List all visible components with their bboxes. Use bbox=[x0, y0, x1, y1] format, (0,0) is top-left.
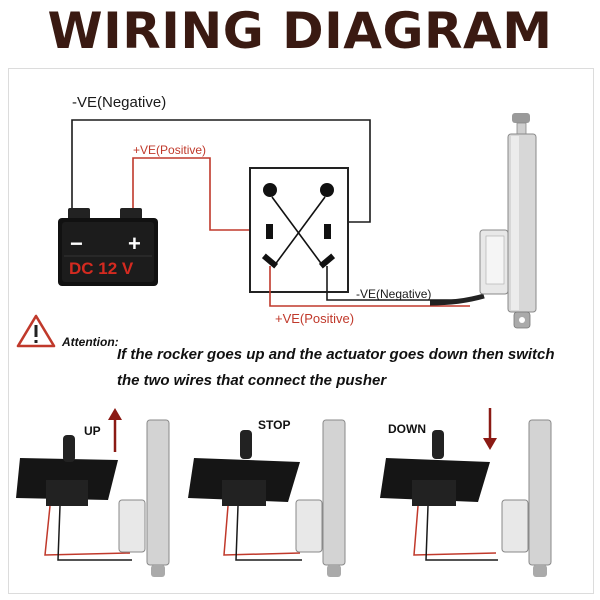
positive-label-top: +VE(Positive) bbox=[133, 143, 207, 157]
positive-label-bottom: +VE(Positive) bbox=[275, 311, 355, 326]
down-arrow-icon bbox=[483, 408, 497, 450]
up-arrow-icon bbox=[108, 408, 122, 452]
attention-text-line2: the two wires that connect the pusher bbox=[117, 372, 387, 389]
attention-label: Attention: bbox=[62, 335, 119, 349]
rocker-switch-icon bbox=[249, 167, 349, 293]
battery-plus-symbol: + bbox=[128, 231, 141, 256]
battery-icon bbox=[58, 208, 158, 286]
positive-wire-top bbox=[132, 157, 268, 231]
negative-wire-top bbox=[71, 119, 371, 223]
linear-actuator-icon bbox=[479, 113, 537, 329]
negative-wire-bottom bbox=[326, 266, 470, 301]
battery-minus-symbol: − bbox=[70, 231, 83, 256]
state-label-up: UP bbox=[84, 424, 101, 438]
negative-label-right: -VE(Negative) bbox=[356, 287, 432, 301]
page-title: WIRING DIAGRAM bbox=[47, 2, 553, 60]
negative-label-top: -VE(Negative) bbox=[72, 94, 167, 111]
battery-voltage-label: DC 12 V bbox=[69, 259, 134, 278]
actuator-assembly-up bbox=[16, 419, 170, 577]
attention-text-line1: If the rocker goes up and the actuator g… bbox=[117, 346, 555, 363]
warning-icon bbox=[16, 314, 56, 348]
actuator-assembly-stop bbox=[188, 419, 346, 577]
state-label-down: DOWN bbox=[388, 422, 426, 436]
actuator-assembly-down bbox=[380, 419, 552, 577]
positive-wire-bottom bbox=[269, 266, 470, 307]
diagram-panel bbox=[8, 68, 594, 594]
state-label-stop: STOP bbox=[258, 418, 291, 432]
